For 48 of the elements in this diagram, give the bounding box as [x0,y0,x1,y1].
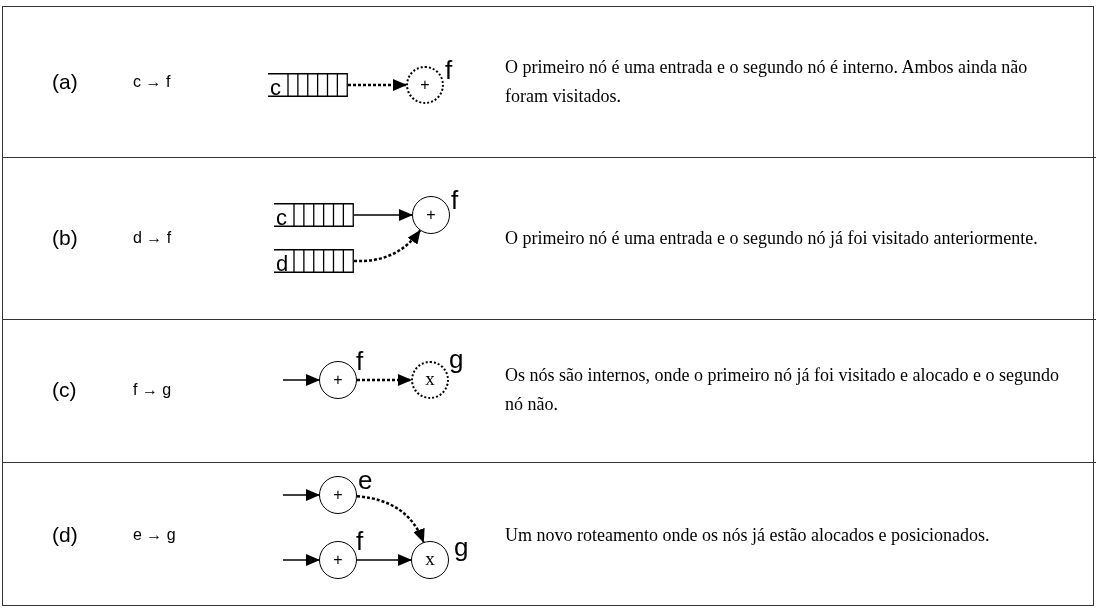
arrow [356,554,412,566]
row-label: (a) [52,70,78,94]
operator-circle [319,361,357,399]
node-name: g [449,346,464,372]
node-name: f [451,187,459,213]
row-label: (c) [52,378,77,402]
queue-buffer [274,249,354,273]
node-name: f [356,348,364,374]
node-name: e [358,467,373,493]
connection-label: f → g [133,381,172,399]
operator-circle [319,541,357,579]
connection-label: d → f [133,229,172,247]
row-label: (b) [52,226,78,250]
operator-symbol: + [333,552,343,568]
operator-symbol: + [420,77,430,93]
queue-letter: c [270,77,281,99]
queue-letter: d [276,253,289,275]
arrow [282,489,320,501]
operator-circle [411,361,449,399]
queue-buffer [268,73,348,97]
connection-label: e → g [133,526,176,544]
queue-buffer [274,203,354,227]
operator-circle [411,541,449,579]
operator-circle [412,196,450,234]
operator-symbol: x [425,369,435,388]
operator-symbol: + [333,487,343,503]
description-text: O primeiro nó é uma entrada e o segundo nó já foi visitado anteriormente. [505,226,1039,250]
node-name: f [356,528,364,554]
operator-circle [319,476,357,514]
arrow [357,374,412,386]
row-label: (d) [52,523,78,547]
operator-circle [406,66,444,104]
description-text: Os nós são internos, onde o primeiro nó já foi visitado e alocado e o segundo nó não. [505,364,1060,416]
node-name: f [445,57,453,83]
arrow [282,554,320,566]
arrow [356,495,425,544]
description-text: O primeiro nó é uma entrada e o segundo nó é interno. Ambos ainda não foram visitados. [505,56,1029,108]
connection-label: c → f [133,73,171,91]
arrow [282,374,320,386]
operator-symbol: + [333,372,343,388]
operator-symbol: x [425,549,435,568]
node-name: g [454,534,469,560]
queue-letter: c [276,207,287,229]
arrow [354,229,421,263]
operator-symbol: + [426,207,436,223]
arrow [348,79,407,91]
arrow [353,209,413,221]
description-text: Um novo roteamento onde os nós já estão alocados e posicionados. [505,523,991,547]
